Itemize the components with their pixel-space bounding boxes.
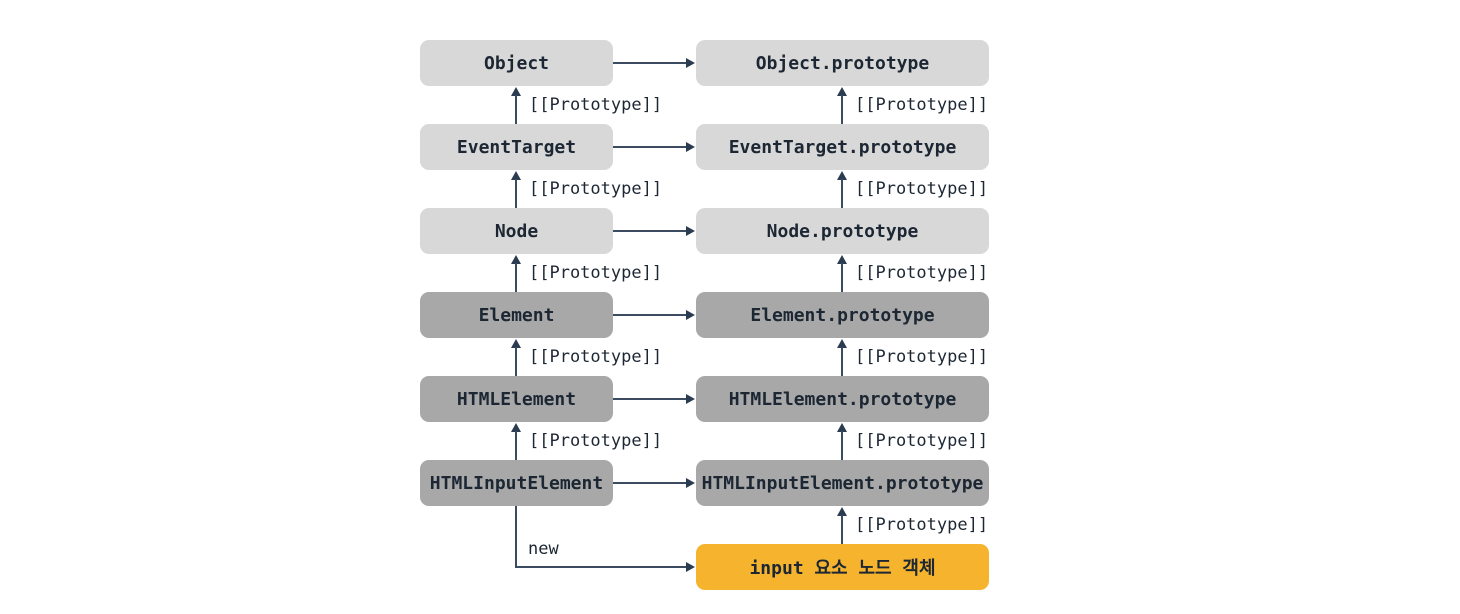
prototype-label: [[Prototype]] <box>855 179 989 199</box>
proto-arrow-eventtarget-object-head <box>511 87 521 96</box>
proto-arrow-htmlelement-element-line <box>515 347 517 376</box>
proto-arrow-eventtargetproto-objectproto-line <box>841 95 843 124</box>
arrow-node-to-prototype-line <box>613 230 686 232</box>
box-element-prototype: Element.prototype <box>696 292 989 338</box>
arrow-element-to-prototype-line <box>613 314 686 316</box>
arrow-eventtarget-to-prototype-line <box>613 146 686 148</box>
proto-arrow-htmlelementproto-elementproto-line <box>841 347 843 376</box>
new-arrow-horizontal-line <box>515 566 686 568</box>
proto-arrow-instance-htmlinputproto-line <box>841 515 843 544</box>
proto-arrow-htmlinputproto-htmlelementproto-head <box>837 423 847 432</box>
proto-arrow-elementproto-nodeproto-line <box>841 263 843 292</box>
arrow-htmlinputelement-to-prototype-line <box>613 482 686 484</box>
arrow-object-to-prototype-line <box>613 62 686 64</box>
arrow-node-to-prototype-head <box>686 226 695 236</box>
proto-arrow-eventtarget-object-line <box>515 95 517 124</box>
box-htmlelement: HTMLElement <box>420 376 613 422</box>
box-eventtarget: EventTarget <box>420 124 613 170</box>
proto-arrow-node-eventtarget-line <box>515 179 517 208</box>
proto-arrow-htmlinputelement-htmlelement-line <box>515 431 517 460</box>
proto-arrow-node-eventtarget-head <box>511 171 521 180</box>
proto-arrow-element-node-head <box>511 255 521 264</box>
proto-arrow-element-node-line <box>515 263 517 292</box>
new-label: new <box>528 539 559 559</box>
arrow-object-to-prototype-head <box>686 58 695 68</box>
prototype-label: [[Prototype]] <box>855 95 989 115</box>
proto-arrow-htmlelementproto-elementproto-head <box>837 339 847 348</box>
arrow-htmlelement-to-prototype-head <box>686 394 695 404</box>
prototype-label: [[Prototype]] <box>529 431 663 451</box>
box-node-prototype: Node.prototype <box>696 208 989 254</box>
new-arrow-vertical-line <box>515 506 517 568</box>
prototype-label: [[Prototype]] <box>529 95 663 115</box>
prototype-label: [[Prototype]] <box>529 263 663 283</box>
proto-arrow-htmlelement-element-head <box>511 339 521 348</box>
prototype-label: [[Prototype]] <box>855 263 989 283</box>
box-element: Element <box>420 292 613 338</box>
arrow-htmlelement-to-prototype-line <box>613 398 686 400</box>
proto-arrow-nodeproto-eventtargetproto-head <box>837 171 847 180</box>
prototype-label: [[Prototype]] <box>529 347 663 367</box>
box-node: Node <box>420 208 613 254</box>
proto-arrow-eventtargetproto-objectproto-head <box>837 87 847 96</box>
box-htmlinputelement-prototype: HTMLInputElement.prototype <box>696 460 989 506</box>
box-htmlelement-prototype: HTMLElement.prototype <box>696 376 989 422</box>
prototype-label: [[Prototype]] <box>855 347 989 367</box>
box-eventtarget-prototype: EventTarget.prototype <box>696 124 989 170</box>
box-input-instance: input 요소 노드 객체 <box>696 544 989 590</box>
arrow-element-to-prototype-head <box>686 310 695 320</box>
proto-arrow-instance-htmlinputproto-head <box>837 507 847 516</box>
box-object: Object <box>420 40 613 86</box>
proto-arrow-htmlinputproto-htmlelementproto-line <box>841 431 843 460</box>
prototype-label: [[Prototype]] <box>529 179 663 199</box>
arrow-eventtarget-to-prototype-head <box>686 142 695 152</box>
box-object-prototype: Object.prototype <box>696 40 989 86</box>
proto-arrow-elementproto-nodeproto-head <box>837 255 847 264</box>
proto-arrow-htmlinputelement-htmlelement-head <box>511 423 521 432</box>
prototype-label: [[Prototype]] <box>855 431 989 451</box>
prototype-label: [[Prototype]] <box>855 515 989 535</box>
new-arrow-head <box>686 562 695 572</box>
proto-arrow-nodeproto-eventtargetproto-line <box>841 179 843 208</box>
box-htmlinputelement: HTMLInputElement <box>420 460 613 506</box>
arrow-htmlinputelement-to-prototype-head <box>686 478 695 488</box>
